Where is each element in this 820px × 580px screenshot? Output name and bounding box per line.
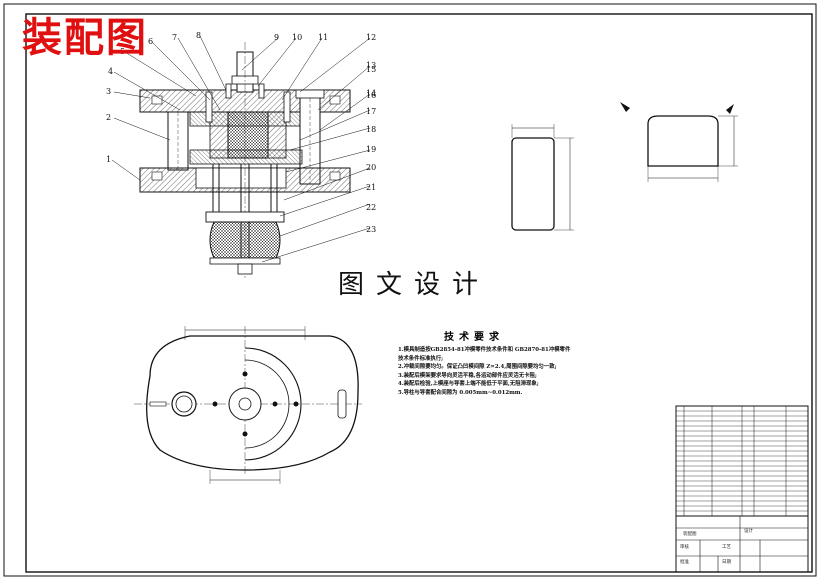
balloon-number: 4 [108,67,114,76]
requirement-item: 5.导柱与导套配合间隙为 0.005mm~0.012mm. [398,389,523,396]
requirement-item: 4.装配后检验,上模座与导套上端不能低于平面,无阻滞现象; [398,381,539,388]
balloon-number: 11 [318,33,329,42]
requirements-title: 技术要求 [444,332,504,343]
bom-table [675,405,809,517]
assembly-section-view [139,42,351,280]
title-block-date: 日期 [722,560,731,565]
rubber-buffer [209,221,281,259]
balloon-number: 23 [366,225,377,234]
part-view-formed [620,102,738,182]
plan-view [134,326,362,484]
part-view-blank [511,124,574,231]
balloon-number: 14 [366,89,377,98]
balloon-number: 13 [366,61,377,70]
balloon-number: 1 [106,155,112,164]
requirement-item: 1.模具制造按GB2854-81冲模零件技术条件和 GB2870-81冲模零件 [398,347,571,353]
watermark-text: 图文设计 [338,270,491,300]
requirements-list: 1.模具制造按GB2854-81冲模零件技术条件和 GB2870-81冲模零件 … [398,346,658,398]
outer-frame [3,3,817,577]
balloon-number: 18 [366,125,377,134]
title-block-review: 审核 [680,545,689,550]
requirement-item: 3.装配后模架要求导向灵活平稳,各运动部件应灵活无卡阻; [398,372,537,379]
requirement-item: 技术条件标准执行; [398,355,444,362]
stamp-title: 装配图 [22,15,148,61]
balloon-number: 2 [106,113,112,122]
balloon-number: 15 [366,65,377,74]
title-block-name: 装配图 [683,532,697,537]
balloon-number: 19 [366,145,377,154]
balloon-number: 8 [196,31,202,40]
title-block [675,405,809,573]
balloon-number: 3 [106,87,112,96]
balloon-number: 16 [366,91,377,100]
balloon-number: 17 [366,107,377,116]
requirement-item: 2.冲裁间隙要均匀。保证凸凹模间隙 Z=2.4,周围间隙要均匀一致; [398,364,557,371]
title-block-process: 工艺 [722,545,731,550]
title-block-approve: 批准 [680,560,689,565]
balloon-number: 21 [366,183,377,192]
balloon-number: 5 [120,47,126,56]
title-block-design: 设计 [744,529,753,534]
stripper-plate [189,149,303,165]
balloon-leaders [111,35,371,263]
balloon-number: 9 [274,33,280,42]
balloon-number: 12 [366,33,377,42]
balloon-number: 7 [172,33,178,42]
balloon-number: 10 [292,33,303,42]
balloon-number: 6 [148,37,154,46]
balloon-number: 20 [366,163,377,172]
inner-frame [25,13,813,573]
balloon-number: 22 [366,203,377,212]
